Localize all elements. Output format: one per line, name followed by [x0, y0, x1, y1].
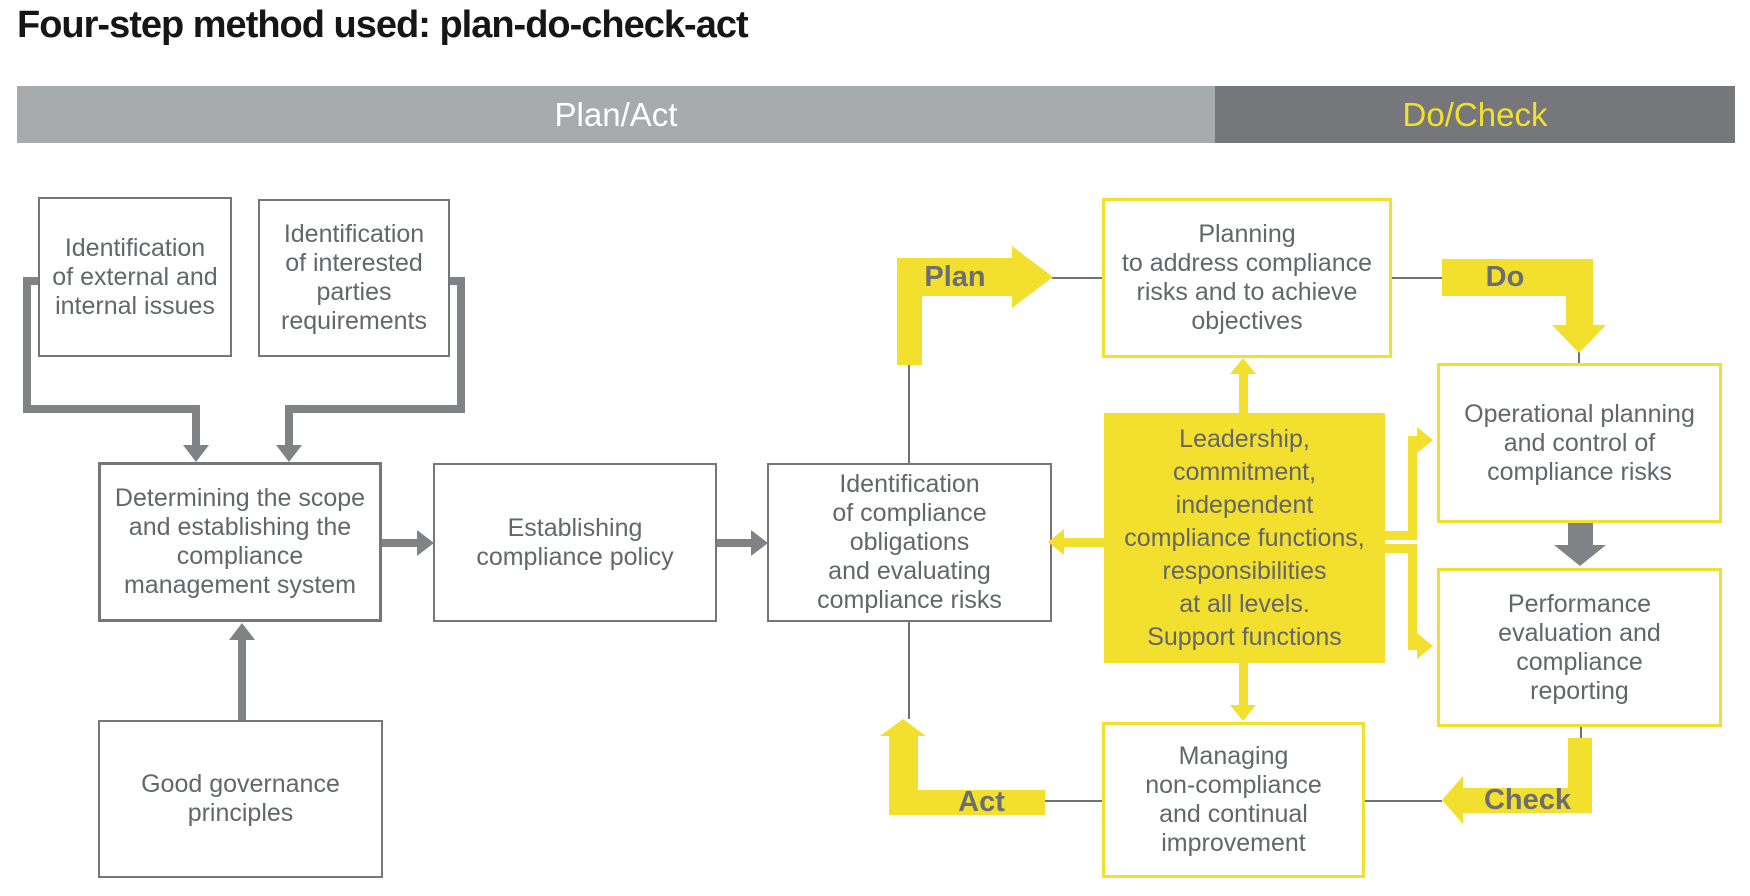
connector-external-vertical [23, 277, 31, 413]
box-leadership-label: Leadership, commitment, independent comp… [1124, 424, 1365, 651]
arrowhead-leadership-to-planning [1230, 358, 1256, 374]
connector-leadership-to-performance-vertical [1408, 544, 1417, 650]
arrowhead-external-to-determining [183, 445, 209, 462]
act-arrow-horizontal [889, 790, 1045, 815]
box-leadership: Leadership, commitment, independent comp… [1104, 413, 1385, 663]
line-obligations-to-plan [908, 365, 910, 463]
box-performance-evaluation-label: Performance evaluation and compliance re… [1498, 589, 1661, 705]
box-determining-scope: Determining the scope and establishing t… [98, 462, 382, 622]
line-performance-to-check [1580, 727, 1582, 738]
do-arrowhead [1552, 325, 1606, 353]
arrowhead-leadership-to-performance [1417, 633, 1433, 659]
connector-operational-to-performance [1568, 523, 1593, 546]
line-check-to-managing [1365, 800, 1442, 802]
act-arrowhead [880, 719, 926, 736]
check-arrow-label: Check [1483, 783, 1572, 816]
box-operational-planning-label: Operational planning and control of comp… [1464, 399, 1695, 486]
connector-leadership-right-stub-lower [1385, 544, 1417, 553]
box-external-issues-label: Identification of external and internal … [52, 233, 218, 320]
box-compliance-obligations: Identification of compliance obligations… [767, 463, 1052, 622]
box-good-governance-label: Good governance principles [141, 770, 340, 827]
arrowhead-determining-to-establishing [417, 530, 434, 556]
box-compliance-obligations-label: Identification of compliance obligations… [817, 470, 1002, 614]
line-managing-to-act [1045, 800, 1102, 802]
box-planning-label: Planning to address compliance risks and… [1121, 220, 1373, 335]
do-arrow-label: Do [1485, 261, 1525, 293]
act-arrow-label: Act [958, 785, 1005, 818]
header-do-check-band: Do/Check [1215, 86, 1735, 143]
check-arrowhead [1442, 776, 1463, 824]
connector-leadership-to-operational-vertical [1408, 436, 1417, 540]
box-establishing-policy-label: Establishing compliance policy [476, 513, 674, 571]
plan-arrow-label: Plan [924, 260, 986, 293]
connector-leadership-to-obligations [1064, 538, 1104, 547]
box-operational-planning: Operational planning and control of comp… [1437, 363, 1722, 523]
arrowhead-parties-to-determining [276, 445, 302, 462]
connector-parties-vertical [457, 277, 465, 413]
connector-governance-to-determining [238, 639, 246, 720]
connector-external-horizontal [23, 405, 200, 413]
box-interested-parties-label: Identification of interested parties req… [281, 220, 427, 335]
arrowhead-leadership-to-obligations [1048, 529, 1064, 555]
box-external-issues: Identification of external and internal … [38, 197, 232, 357]
header-plan-act-label: Plan/Act [554, 95, 678, 133]
arrowhead-leadership-to-operational [1417, 427, 1433, 453]
arrowhead-establishing-to-obligations [751, 530, 768, 556]
box-managing-noncompliance-label: Managing non-compliance and continual im… [1145, 742, 1322, 857]
check-arrow-horizontal [1463, 788, 1592, 813]
arrowhead-leadership-to-managing [1230, 705, 1256, 721]
connector-establishing-to-obligations [717, 539, 751, 547]
box-good-governance: Good governance principles [98, 720, 383, 878]
line-plan-to-planning [1052, 277, 1102, 279]
connector-external-drop [192, 405, 200, 446]
line-do-to-operational [1578, 352, 1580, 363]
box-planning: Planning to address compliance risks and… [1102, 198, 1392, 358]
do-arrow-vertical [1566, 259, 1593, 325]
connector-leadership-to-managing [1239, 663, 1248, 705]
arrowhead-governance-to-determining [229, 623, 255, 640]
line-planning-to-do [1392, 277, 1442, 279]
header-plan-act-band: Plan/Act [17, 86, 1215, 143]
connector-leadership-to-planning [1239, 374, 1248, 414]
plan-arrow-horizontal [897, 258, 1012, 296]
connector-parties-drop [285, 405, 293, 446]
box-determining-scope-label: Determining the scope and establishing t… [114, 484, 366, 599]
box-managing-noncompliance: Managing non-compliance and continual im… [1102, 722, 1365, 878]
plan-arrowhead [1012, 246, 1053, 308]
box-interested-parties: Identification of interested parties req… [258, 199, 450, 357]
header-do-check-label: Do/Check [1402, 95, 1548, 133]
box-establishing-policy: Establishing compliance policy [433, 463, 717, 622]
connector-parties-horizontal [285, 405, 465, 413]
arrowhead-operational-to-performance [1554, 545, 1606, 566]
connector-leadership-right-stub-upper [1385, 531, 1417, 540]
box-performance-evaluation: Performance evaluation and compliance re… [1437, 568, 1722, 727]
line-act-to-obligations [908, 622, 910, 719]
page-title: Four-step method used: plan-do-check-act [17, 4, 749, 46]
connector-determining-to-establishing [382, 539, 417, 547]
